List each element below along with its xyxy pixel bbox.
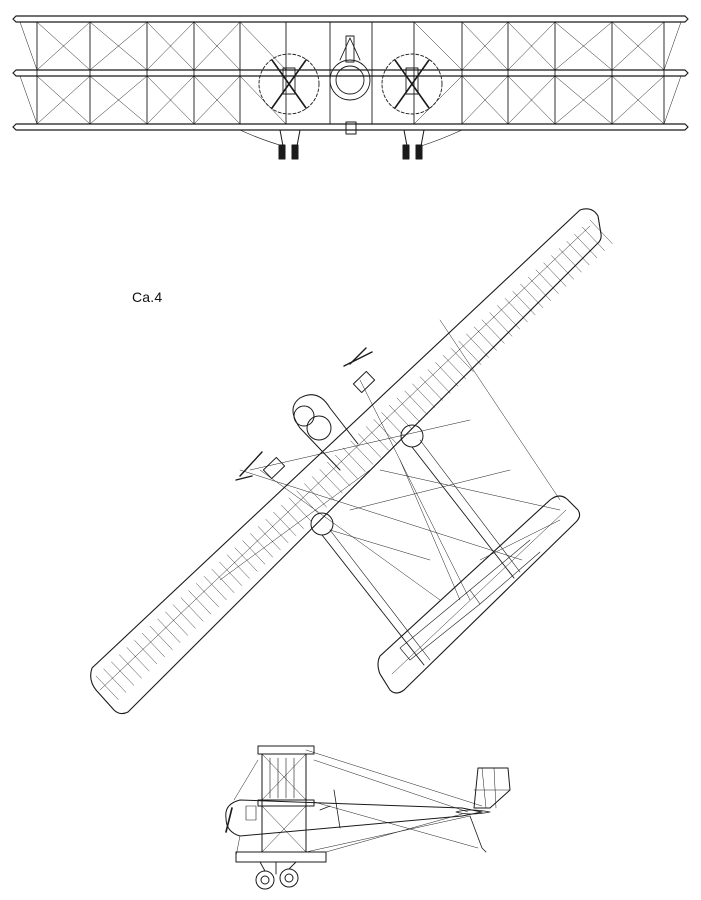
plan-main-wing xyxy=(90,208,602,715)
wing-rib xyxy=(311,476,335,501)
aircraft-type-label: Ca.4 xyxy=(132,289,163,305)
wing-rib xyxy=(196,583,219,608)
wing-rib xyxy=(134,640,158,665)
side-wings xyxy=(235,745,327,863)
wing-rib xyxy=(412,383,436,408)
wing-rib xyxy=(551,255,574,280)
front-bracing-wires xyxy=(19,21,682,125)
wing-rib xyxy=(234,547,258,572)
wing-rib xyxy=(365,426,389,451)
wing-rib xyxy=(435,362,459,387)
wing-rib xyxy=(404,390,428,415)
wing-rib xyxy=(543,262,567,287)
wing-rib xyxy=(481,319,505,344)
wing-rib xyxy=(466,333,490,358)
front-struts xyxy=(36,21,665,125)
side-bracing-wires xyxy=(233,749,483,857)
side-view xyxy=(225,745,511,890)
wing-rib xyxy=(265,519,289,544)
wing-rib xyxy=(304,483,327,508)
wing-rib xyxy=(520,283,544,308)
wing-rib xyxy=(219,561,243,586)
wing-rib xyxy=(582,226,605,251)
wing-rib xyxy=(450,348,474,373)
plan-tailplane xyxy=(377,495,581,694)
side-tail xyxy=(455,767,511,853)
wing-rib xyxy=(381,412,405,437)
wing-rib xyxy=(165,611,189,636)
wing-rib xyxy=(419,376,443,401)
wing-rib xyxy=(566,241,590,266)
wing-rib xyxy=(342,447,366,472)
wing-rib xyxy=(473,326,497,351)
side-undercarriage xyxy=(255,861,299,890)
wing-rib xyxy=(203,576,227,601)
wing-rib xyxy=(273,511,297,536)
wing-rib xyxy=(142,633,165,658)
wing-rib xyxy=(350,440,374,465)
plan-fuselage xyxy=(292,394,521,666)
wing-rib xyxy=(458,340,482,365)
wing-rib xyxy=(427,369,451,394)
wing-rib xyxy=(180,597,204,622)
side-fuselage xyxy=(225,789,483,837)
wing-rib xyxy=(149,625,173,650)
wing-rib xyxy=(242,540,266,565)
wing-rib xyxy=(373,419,397,444)
wing-rib xyxy=(257,526,281,551)
wing-rib xyxy=(118,654,142,679)
wing-rib xyxy=(157,618,181,643)
front-view xyxy=(12,15,689,160)
wing-rib xyxy=(172,604,196,629)
wing-rib xyxy=(327,462,351,487)
wing-rib xyxy=(497,305,520,330)
wing-rib xyxy=(95,675,119,700)
front-engine-nacelles xyxy=(258,35,443,115)
wing-rib xyxy=(512,291,536,316)
plan-wing-ribs xyxy=(95,219,613,700)
wing-rib xyxy=(319,469,343,494)
wing-rib xyxy=(281,504,304,529)
wing-rib xyxy=(574,234,598,259)
plan-bracing-wires xyxy=(219,319,561,601)
wing-rib xyxy=(126,647,150,672)
wing-rib xyxy=(389,405,412,430)
wing-rib xyxy=(188,590,212,615)
front-wings xyxy=(12,15,689,131)
wing-rib xyxy=(111,661,135,686)
wing-rib xyxy=(443,355,466,380)
plan-view xyxy=(90,208,613,715)
wing-rib xyxy=(250,533,273,558)
wing-rib xyxy=(288,497,312,522)
front-undercarriage xyxy=(239,121,463,160)
wing-rib xyxy=(535,269,559,294)
wing-rib xyxy=(528,276,551,301)
wing-rib xyxy=(335,454,358,479)
wing-rib xyxy=(589,219,613,244)
wing-rib xyxy=(558,248,582,273)
wing-rib xyxy=(504,298,528,323)
wing-rib xyxy=(211,568,235,593)
wing-rib xyxy=(358,433,382,458)
wing-rib xyxy=(489,312,513,337)
wing-rib xyxy=(396,397,420,422)
wing-rib xyxy=(103,668,127,693)
plan-engines xyxy=(235,347,376,481)
